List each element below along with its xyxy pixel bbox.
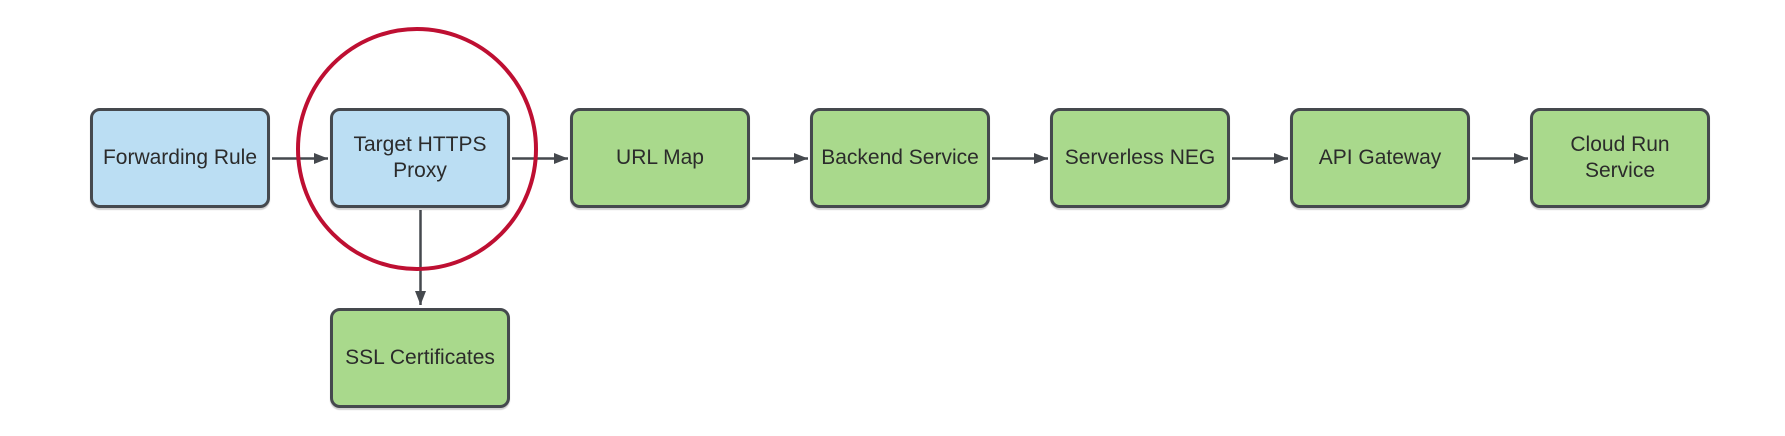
node-api-gateway: API Gateway (1290, 108, 1470, 208)
node-label: Cloud Run Service (1570, 132, 1670, 182)
node-url-map: URL Map (570, 108, 750, 208)
node-label: Forwarding Rule (102, 145, 258, 169)
node-ssl-certificates: SSL Certificates (330, 308, 510, 408)
node-label: SSL Certificates (345, 345, 495, 369)
node-cloud-run-service: Cloud Run Service (1530, 108, 1710, 208)
node-label: Backend Service (821, 145, 979, 169)
node-label: API Gateway (1318, 145, 1442, 169)
node-label: Target HTTPS Proxy (353, 132, 487, 182)
node-label: URL Map (616, 145, 704, 169)
node-target-https-proxy: Target HTTPS Proxy (330, 108, 510, 208)
node-serverless-neg: Serverless NEG (1050, 108, 1230, 208)
node-label: Serverless NEG (1064, 145, 1216, 169)
node-forwarding-rule: Forwarding Rule (90, 108, 270, 208)
highlight-circle (296, 27, 538, 271)
node-backend-service: Backend Service (810, 108, 990, 208)
